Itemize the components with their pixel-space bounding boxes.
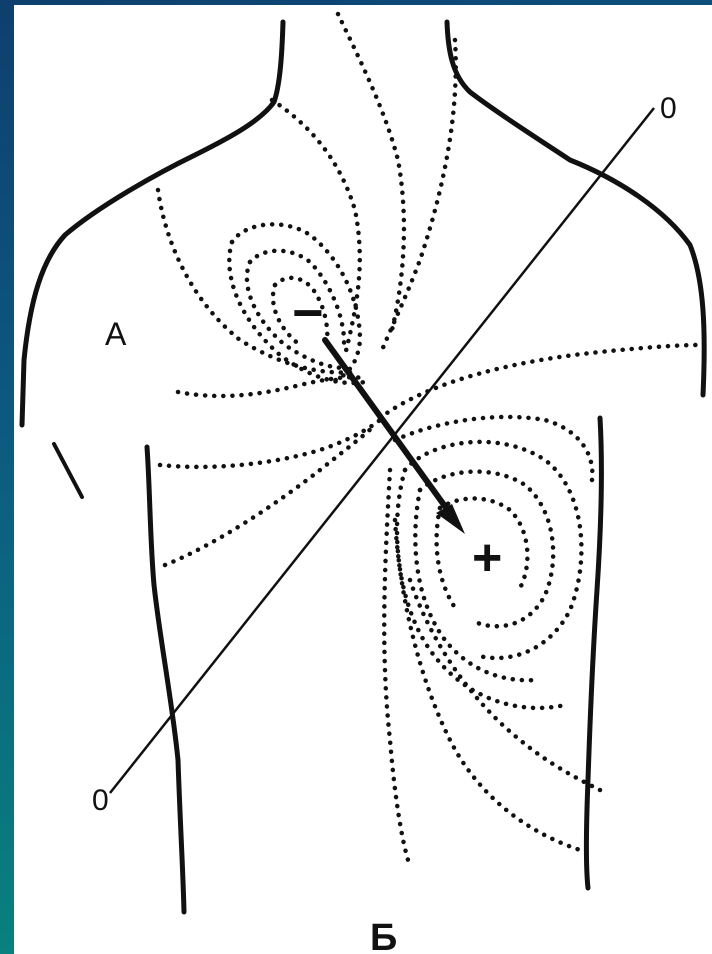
label-a: A (105, 316, 127, 352)
positive-field-lines (380, 345, 700, 860)
slide-frame-top (0, 0, 712, 5)
dipole-axis-line (110, 108, 654, 793)
label-b: Б (370, 917, 397, 954)
axis-end-lower-label: 0 (92, 784, 109, 817)
torso-outline (22, 22, 704, 912)
torso-left-side (147, 447, 184, 912)
neck-left-outline (22, 22, 283, 425)
axis-end-upper-label: 0 (660, 92, 677, 125)
slide-frame-left (0, 0, 14, 954)
dipole-vector-arrow (325, 340, 465, 534)
arm-left-mark (54, 444, 82, 497)
negative-pole-sign: − (292, 283, 324, 343)
torso-right-side (587, 418, 602, 888)
positive-pole-sign: + (472, 529, 502, 587)
